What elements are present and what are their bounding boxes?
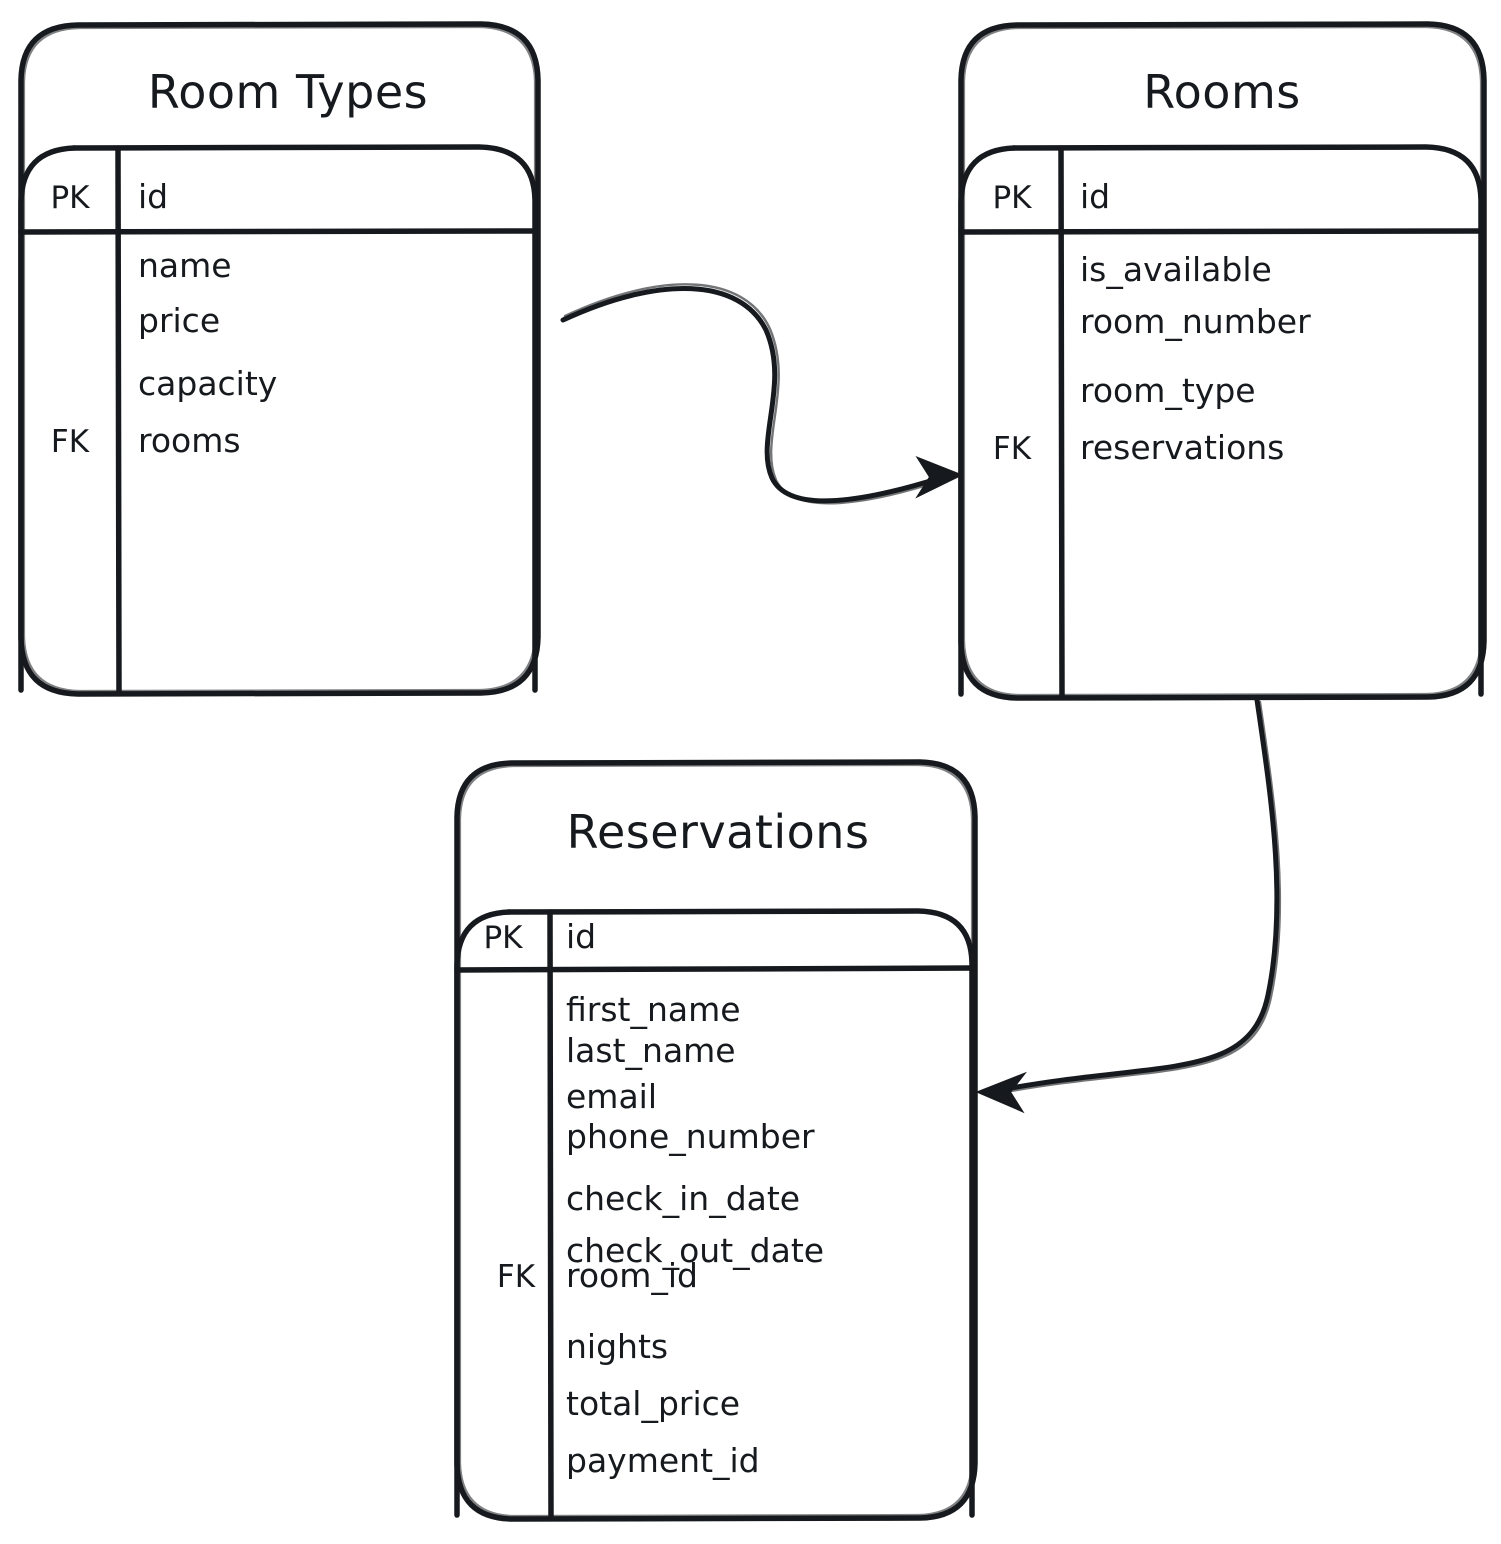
rooms-fk-label: FK: [993, 431, 1032, 467]
room-types-field: price: [138, 301, 220, 340]
relationship-room-types-to-rooms[interactable]: [560, 283, 964, 505]
room-types-pk-label: PK: [50, 180, 90, 216]
room-types-key-divider: [115, 145, 122, 695]
rooms-field: is_available: [1080, 250, 1272, 289]
rel-roomtypes-rooms-line-echo: [563, 283, 942, 505]
reservations-pk-field: id: [566, 917, 596, 956]
room-types-field: rooms: [138, 421, 241, 460]
room-types-pk-divider: [18, 228, 540, 235]
rooms-key-divider: [1058, 145, 1065, 699]
entity-rooms[interactable]: Rooms PK id FK is_available room_number …: [958, 21, 1487, 701]
rooms-pk-label: PK: [992, 180, 1032, 216]
reservations-field: total_price: [566, 1384, 740, 1423]
entity-reservations[interactable]: Reservations PK id FK first_name last_na…: [454, 759, 978, 1522]
room-types-inner-box-left: [18, 145, 77, 693]
entity-room-types[interactable]: Room Types PK id FK name price capacity …: [18, 21, 541, 697]
rel-rooms-reservations-line: [997, 697, 1280, 1093]
room-types-field: name: [138, 246, 232, 285]
rooms-inner-box: [1011, 144, 1484, 697]
rooms-field: room_type: [1080, 371, 1256, 410]
reservations-field: phone_number: [566, 1117, 815, 1156]
rooms-pk-divider: [958, 228, 1486, 235]
reservations-inner-box: [506, 908, 975, 1518]
reservations-outer-box-echo: [458, 763, 974, 1518]
reservations-field: first_name: [566, 990, 741, 1029]
rooms-pk-field: id: [1080, 177, 1110, 216]
reservations-field: last_name: [566, 1031, 736, 1070]
reservations-outer-box: [454, 759, 978, 1522]
rooms-field: reservations: [1080, 428, 1284, 467]
relationship-rooms-to-reservations[interactable]: [975, 697, 1282, 1114]
room-types-title: Room Types: [148, 65, 428, 119]
reservations-field: nights: [566, 1327, 668, 1366]
reservations-fk-label: FK: [497, 1259, 536, 1295]
reservations-inner-box-left: [454, 909, 512, 1518]
room-types-field: capacity: [138, 364, 277, 403]
rooms-title: Rooms: [1143, 65, 1300, 119]
rooms-outer-box-echo: [962, 25, 1483, 697]
reservations-pk-label: PK: [483, 920, 523, 956]
reservations-key-divider: [547, 909, 554, 1520]
reservations-field: email: [566, 1077, 657, 1116]
room-types-pk-field: id: [138, 177, 168, 216]
room-types-fk-label: FK: [51, 424, 90, 460]
reservations-field: check_in_date: [566, 1179, 800, 1218]
rel-rooms-reservations-line-echo: [998, 700, 1282, 1095]
reservations-field: check_out_date: [566, 1231, 824, 1270]
reservations-title: Reservations: [567, 805, 870, 859]
rel-roomtypes-rooms-line: [560, 286, 943, 504]
rooms-inner-box-left: [958, 145, 1017, 697]
rel-rooms-reservations-arrowhead: [975, 1071, 1028, 1114]
room-types-outer-box: [18, 21, 541, 697]
rooms-field: room_number: [1080, 302, 1311, 341]
room-types-inner-box: [71, 144, 538, 693]
reservations-field: room_id: [566, 1256, 698, 1295]
room-types-outer-box-echo: [22, 25, 537, 693]
rooms-outer-box: [958, 21, 1487, 701]
reservations-pk-divider: [454, 965, 977, 973]
reservations-field: payment_id: [566, 1441, 760, 1480]
rel-roomtypes-rooms-arrowhead: [915, 455, 964, 499]
